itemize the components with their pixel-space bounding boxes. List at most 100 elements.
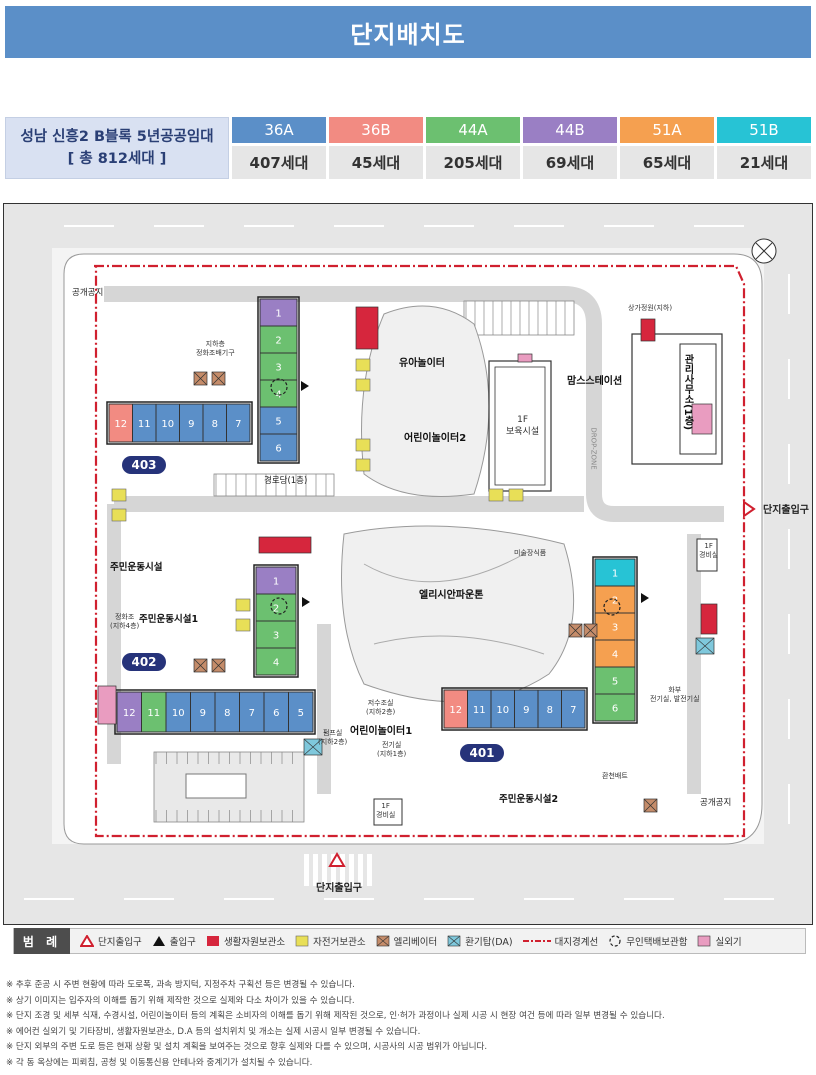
parking-island <box>185 773 247 799</box>
outdoor-unit-icon <box>97 685 117 725</box>
complex-entrance-icon <box>743 500 756 518</box>
unit-label: 9 <box>188 419 194 430</box>
compass-needle <box>755 242 773 260</box>
label-management: 관리사무소(1층) <box>682 354 693 431</box>
building-401-column-unit <box>594 666 636 695</box>
label-public-space-tl: 공개공지 <box>72 288 104 298</box>
guard-house <box>373 798 403 826</box>
crosswalk-stripe <box>322 854 327 886</box>
entrance-triangle-icon <box>302 597 310 607</box>
legend-item: 생활자원보관소 <box>206 934 285 948</box>
unit-label: 4 <box>273 658 279 669</box>
unit-label: 12 <box>449 705 462 716</box>
unit-label: 7 <box>570 705 576 716</box>
label-ventilation-shaft: 환천배트 <box>602 772 628 780</box>
label-children-play1: 어린이놀이터1 <box>350 726 413 737</box>
building-401-column-outline <box>592 556 638 724</box>
daycare-inner <box>494 366 546 486</box>
crosswalk-stripe <box>367 854 372 886</box>
building-401-row-unit <box>561 689 586 729</box>
unit-label: 3 <box>612 623 618 634</box>
parking-area <box>213 473 335 497</box>
unit-label: 1 <box>273 577 279 588</box>
label-elysian-lawn: 엘리시안파운톤 <box>419 590 484 601</box>
label-water-tank: 저수조실(지하2층) <box>366 699 396 716</box>
bike-storage-icon <box>355 378 371 392</box>
bike-storage-icon <box>235 618 251 632</box>
crosswalk-stripe <box>340 854 345 886</box>
elevator-icon-line <box>583 623 598 638</box>
legend-item-label: 환기탑(DA) <box>465 937 513 948</box>
unit-type-name: 44A <box>426 117 520 143</box>
unit-label: 7 <box>249 708 255 719</box>
note-line: ※ 단지 외부의 주변 도로 등은 현재 상황 및 설치 계획을 보여주는 것으… <box>6 1042 488 1053</box>
boundary-line-icon <box>522 940 551 942</box>
unit-label: 4 <box>612 650 618 661</box>
daycare-building <box>488 360 552 492</box>
entrance-triangle-icon <box>641 593 649 603</box>
label-entrance-right: 단지출입구 <box>763 505 809 516</box>
note-line: ※ 각 동 옥상에는 피뢰침, 공청 및 이동통신용 안테나와 중계기가 설치될… <box>6 1057 313 1068</box>
lawn-path <box>373 635 545 655</box>
outdoor-unit-box-icon <box>698 935 711 947</box>
unit-label: 8 <box>547 705 553 716</box>
label-elec-room: 전기실(지하1층) <box>377 741 407 758</box>
notes: ※ 추후 준공 시 주변 현황에 따라 도로폭, 과속 방지턱, 지정주차 구획… <box>6 978 812 1072</box>
legend-item-label: 생활자원보관소 <box>223 937 286 948</box>
legend-item-label: 무인택배보관함 <box>626 937 688 948</box>
parcel-locker-icon <box>603 598 621 616</box>
parcel-circle-icon <box>609 935 621 947</box>
parking-area <box>463 300 575 336</box>
building-401-column-unit <box>594 693 636 722</box>
legend-item-label: 대지경계선 <box>554 937 599 948</box>
legend-item-label: 출입구 <box>169 937 196 948</box>
unit-label: 6 <box>273 708 279 719</box>
vent-box-icon <box>447 935 461 947</box>
bike-storage-icon <box>508 488 524 502</box>
legend-item: 엘리베이터 <box>376 934 438 948</box>
legend-item-label: 엘리베이터 <box>393 937 438 948</box>
legend-item: 단지출입구 <box>80 934 142 948</box>
legend-title: 범 례 <box>14 928 70 954</box>
crosswalk-stripe <box>304 854 309 886</box>
unit-label: 11 <box>138 419 151 430</box>
unit-type-count: 45세대 <box>329 146 423 179</box>
unit-type-count: 205세대 <box>426 146 520 179</box>
building-402-row-unit <box>116 691 142 733</box>
unit-type-name: 51B <box>717 117 811 143</box>
unit-label: 3 <box>275 363 281 374</box>
unit-label: 4 <box>275 390 281 401</box>
legend-item-label: 단지출입구 <box>98 937 142 948</box>
building-402-row-unit <box>239 691 265 733</box>
unit-label: 5 <box>612 677 618 688</box>
building-402-row-unit <box>165 691 191 733</box>
label-drop-zone: DROP-ZONE <box>589 427 598 470</box>
unit-label: 1 <box>275 309 281 320</box>
parcel-locker-icon <box>270 597 288 615</box>
bike-storage-icon <box>488 488 504 502</box>
recycle-storage-icon <box>640 318 656 342</box>
building-number-402: 402 <box>122 653 166 671</box>
building-402-row-unit <box>214 691 240 733</box>
label-moms-station: 맘스스테이션 <box>567 376 623 387</box>
crosswalk-stripe <box>313 854 318 886</box>
elevator-icon-line <box>211 371 226 386</box>
unit-label: 5 <box>298 708 304 719</box>
unit-type-36B: 36B 45세대 <box>329 117 423 179</box>
note-line: ※ 에어컨 실외기 및 기타장비, 생활자원보관소, D.A 등의 설치위치 및… <box>6 1026 421 1037</box>
crosswalk-stripe <box>331 854 336 886</box>
unit-label: 12 <box>123 708 136 719</box>
building-402-column-unit <box>255 593 297 622</box>
label-art-sculpture: 미술장식품 <box>514 549 547 557</box>
unit-label: 9 <box>200 708 206 719</box>
unit-type-name: 36B <box>329 117 423 143</box>
red-triangle-icon <box>80 935 94 947</box>
